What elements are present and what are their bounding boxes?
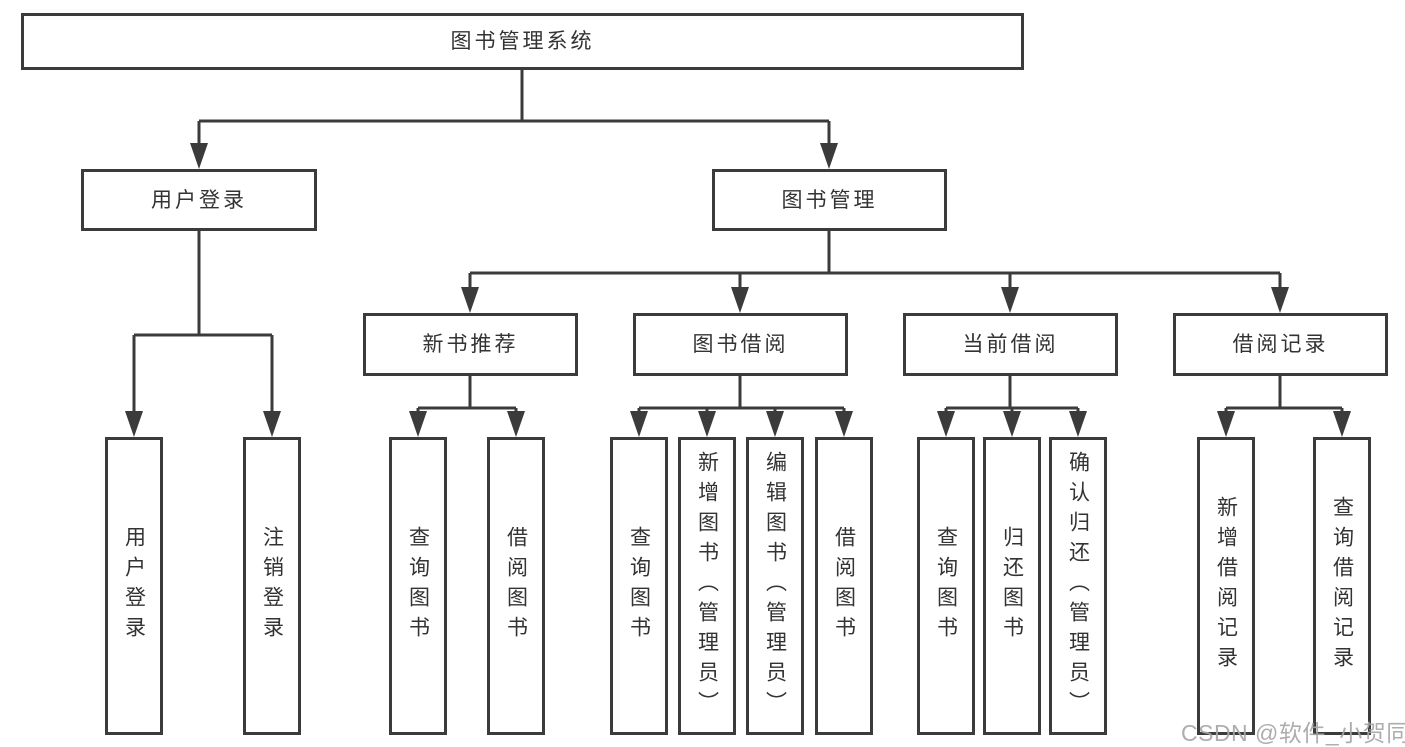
node-label: 归还图书 — [1000, 526, 1024, 646]
node-label: 借阅图书 — [832, 526, 856, 646]
node-label: 查询借阅记录 — [1330, 496, 1354, 676]
leaf-add-book-admin: 新增图书（管理员） — [678, 437, 736, 735]
node-library-management-system: 图书管理系统 — [21, 13, 1024, 70]
node-new-book-recommend: 新书推荐 — [363, 313, 578, 376]
leaf-query-books-current: 查询图书 — [917, 437, 975, 735]
leaf-borrow-books-recommend: 借阅图书 — [487, 437, 545, 735]
node-label: 查询图书 — [934, 526, 958, 646]
node-label: 图书管理 — [781, 188, 878, 212]
node-label: 借阅记录 — [1232, 333, 1329, 356]
leaf-user-login: 用户登录 — [105, 437, 163, 735]
node-label: 新增借阅记录 — [1214, 496, 1238, 676]
leaf-query-books-borrow: 查询图书 — [610, 437, 668, 735]
leaf-query-borrow-record: 查询借阅记录 — [1313, 437, 1371, 735]
leaf-query-books-recommend: 查询图书 — [389, 437, 447, 735]
leaf-logout: 注销登录 — [243, 437, 301, 735]
csdn-watermark: CSDN @软件_小贺同学 — [1181, 720, 1405, 746]
node-label: 编辑图书（管理员） — [763, 451, 787, 721]
node-label: 用户登录 — [122, 526, 146, 646]
node-book-management: 图书管理 — [712, 169, 947, 231]
node-label: 注销登录 — [260, 526, 284, 646]
node-label: 图书借阅 — [692, 333, 789, 356]
node-book-borrowing: 图书借阅 — [633, 313, 848, 376]
leaf-confirm-return-admin: 确认归还（管理员） — [1049, 437, 1107, 735]
node-user-login: 用户登录 — [81, 169, 317, 231]
node-label: 新增图书（管理员） — [695, 451, 719, 721]
node-label: 图书管理系统 — [450, 30, 595, 53]
leaf-return-book: 归还图书 — [983, 437, 1041, 735]
node-label: 确认归还（管理员） — [1066, 451, 1090, 721]
node-label: 用户登录 — [151, 188, 247, 212]
node-label: 新书推荐 — [422, 333, 519, 356]
node-label: 查询图书 — [627, 526, 651, 646]
node-label: 查询图书 — [406, 526, 430, 646]
node-current-borrowing: 当前借阅 — [903, 313, 1118, 376]
node-label: 当前借阅 — [962, 333, 1059, 356]
node-label: 借阅图书 — [504, 526, 528, 646]
node-borrowing-records: 借阅记录 — [1173, 313, 1388, 376]
leaf-borrow-book: 借阅图书 — [815, 437, 873, 735]
leaf-add-borrow-record: 新增借阅记录 — [1197, 437, 1255, 735]
leaf-edit-book-admin: 编辑图书（管理员） — [746, 437, 804, 735]
